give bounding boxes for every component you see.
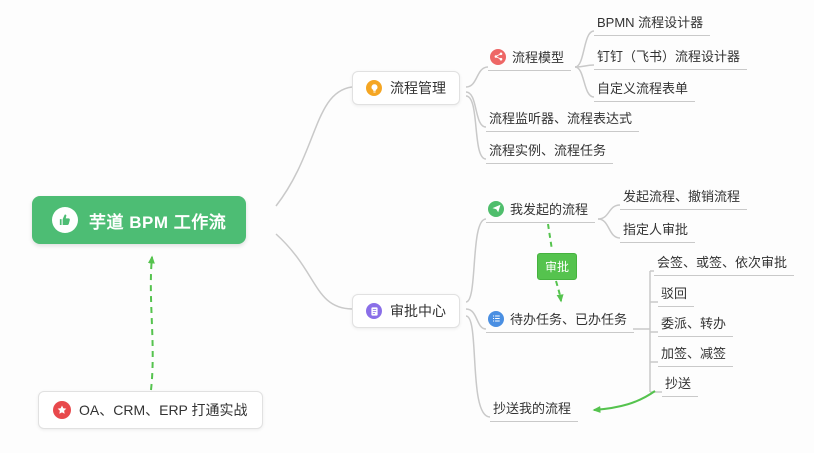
process-management-label: 流程管理 — [390, 80, 446, 96]
paper-plane-icon — [488, 200, 504, 217]
node-oa-crm-erp-practice[interactable]: OA、CRM、ERP 打通实战 — [38, 391, 263, 429]
relation-arrow-practice-to-root — [147, 255, 155, 391]
root-node[interactable]: 芋道 BPM 工作流 — [32, 196, 247, 244]
node-dingtalk-feishu-designer[interactable]: 钉钉（飞书）流程设计器 — [594, 44, 748, 70]
relation-arrow-cc-to-ccmy — [592, 390, 656, 413]
node-process-listener-expression[interactable]: 流程监听器、流程表达式 — [486, 106, 640, 132]
thumbs-up-icon — [52, 207, 78, 233]
node-my-initiated-process[interactable]: 我发起的流程 — [486, 197, 596, 223]
practice-label: OA、CRM、ERP 打通实战 — [79, 402, 248, 418]
node-cc[interactable]: 抄送 — [662, 371, 699, 397]
relation-arrow-approval-lower — [555, 280, 564, 303]
process-model-label: 流程模型 — [512, 50, 565, 65]
task-list-icon — [488, 310, 504, 327]
node-countersign-orsign-sequential[interactable]: 会签、或签、依次审批 — [654, 250, 795, 276]
node-delegate-transfer[interactable]: 委派、转办 — [658, 311, 734, 337]
todo-done-label: 待办任务、已办任务 — [510, 312, 628, 327]
node-bpmn-designer[interactable]: BPMN 流程设计器 — [594, 10, 711, 36]
node-add-remove-sign[interactable]: 加签、减签 — [658, 341, 734, 367]
node-process-instance-task[interactable]: 流程实例、流程任务 — [486, 138, 614, 164]
my-initiated-label: 我发起的流程 — [510, 202, 589, 217]
node-process-model[interactable]: 流程模型 — [488, 45, 572, 71]
star-icon — [53, 401, 71, 419]
node-initiate-cancel-process[interactable]: 发起流程、撤销流程 — [620, 184, 748, 210]
node-todo-done-tasks[interactable]: 待办任务、已办任务 — [486, 307, 635, 333]
approval-relation-badge[interactable]: 审批 — [537, 253, 578, 280]
node-approval-center[interactable]: 审批中心 — [352, 294, 460, 328]
node-reject[interactable]: 驳回 — [658, 281, 695, 307]
approval-center-label: 审批中心 — [390, 303, 446, 319]
root-label: 芋道 BPM 工作流 — [89, 212, 227, 232]
model-icon — [490, 48, 506, 65]
node-custom-process-form[interactable]: 自定义流程表单 — [594, 76, 696, 102]
node-assignee-approval[interactable]: 指定人审批 — [620, 217, 696, 243]
node-process-management[interactable]: 流程管理 — [352, 71, 460, 105]
bulb-icon — [366, 80, 382, 96]
node-cc-my-process[interactable]: 抄送我的流程 — [490, 396, 579, 422]
relation-arrow-approval-upper — [547, 223, 553, 251]
document-icon — [366, 303, 382, 319]
